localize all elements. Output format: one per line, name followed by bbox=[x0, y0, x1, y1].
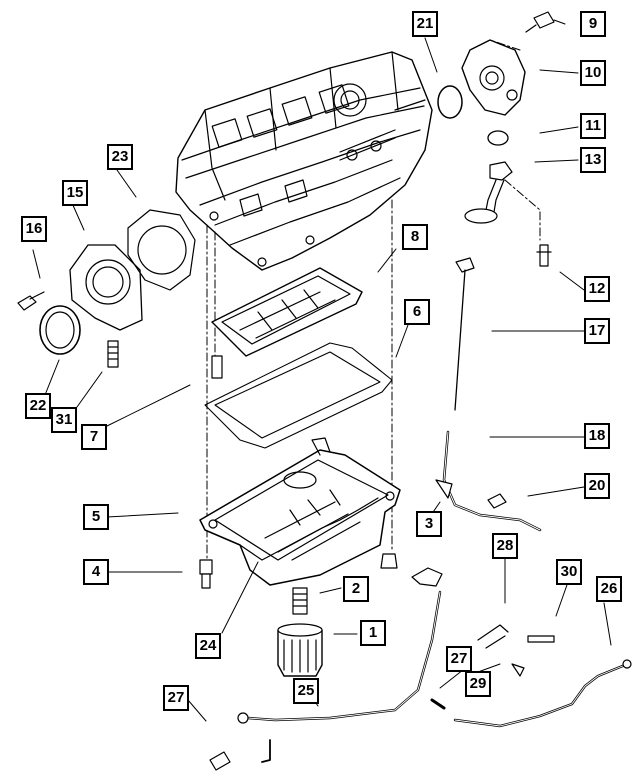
callout-2: 2 bbox=[343, 576, 369, 602]
callout-21: 21 bbox=[412, 11, 438, 37]
callout-18: 18 bbox=[584, 423, 610, 449]
rear-seal-retainer bbox=[69, 244, 143, 331]
clip-28 bbox=[477, 624, 509, 649]
callout-6: 6 bbox=[404, 299, 430, 325]
dipstick-tube bbox=[435, 430, 542, 532]
tube-bolt bbox=[487, 493, 507, 509]
callout-20: 20 bbox=[584, 473, 610, 499]
oil-filter-adapter bbox=[292, 587, 308, 615]
callout-30: 30 bbox=[556, 559, 582, 585]
cooler-line-25 bbox=[237, 590, 442, 763]
callout-27-left: 27 bbox=[163, 685, 189, 711]
callout-27-right: 27 bbox=[446, 646, 472, 672]
pickup-bolt bbox=[536, 244, 552, 267]
callout-31: 31 bbox=[51, 407, 77, 433]
callout-11: 11 bbox=[580, 113, 606, 139]
gasket-bolt bbox=[211, 355, 223, 379]
pickup-gasket bbox=[487, 130, 509, 146]
rear-main-seal bbox=[39, 305, 81, 355]
callout-24: 24 bbox=[195, 633, 221, 659]
cooler-line-26 bbox=[430, 659, 632, 728]
callout-12-label-13: 13 bbox=[580, 147, 606, 173]
callout-25: 25 bbox=[293, 678, 319, 704]
callout-10: 10 bbox=[580, 60, 606, 86]
rear-gasket bbox=[127, 209, 196, 291]
callout-29: 29 bbox=[465, 671, 491, 697]
callout-5: 5 bbox=[83, 504, 109, 530]
callout-16: 16 bbox=[21, 216, 47, 242]
bracket bbox=[411, 567, 443, 587]
callout-12: 12 bbox=[584, 276, 610, 302]
callout-22: 22 bbox=[25, 393, 51, 419]
fitting-27 bbox=[209, 751, 231, 771]
oil-pickup-tube bbox=[464, 161, 513, 224]
clip-29 bbox=[511, 663, 525, 677]
pump-bolt bbox=[525, 11, 555, 33]
callout-3: 3 bbox=[416, 511, 442, 537]
dipstick bbox=[454, 257, 475, 411]
callout-23: 23 bbox=[107, 144, 133, 170]
callout-28: 28 bbox=[492, 533, 518, 559]
callout-15: 15 bbox=[62, 180, 88, 206]
oil-filter bbox=[277, 623, 323, 677]
bolt-30 bbox=[527, 635, 555, 643]
oil-pump bbox=[461, 39, 526, 116]
callout-4: 4 bbox=[83, 559, 109, 585]
callout-17: 17 bbox=[584, 318, 610, 344]
cover-bolt bbox=[17, 291, 45, 311]
oil-pan bbox=[199, 437, 401, 586]
callout-26: 26 bbox=[596, 576, 622, 602]
dowel-pin bbox=[107, 340, 119, 368]
pan-bolt bbox=[199, 559, 213, 589]
engine-block bbox=[175, 51, 433, 271]
pump-seal bbox=[437, 85, 463, 119]
callout-9: 9 bbox=[580, 11, 606, 37]
pan-gasket bbox=[204, 342, 393, 449]
drain-plug bbox=[380, 553, 398, 569]
callout-8: 8 bbox=[402, 224, 428, 250]
windage-tray bbox=[211, 267, 363, 357]
callout-7: 7 bbox=[81, 424, 107, 450]
callout-1: 1 bbox=[360, 620, 386, 646]
